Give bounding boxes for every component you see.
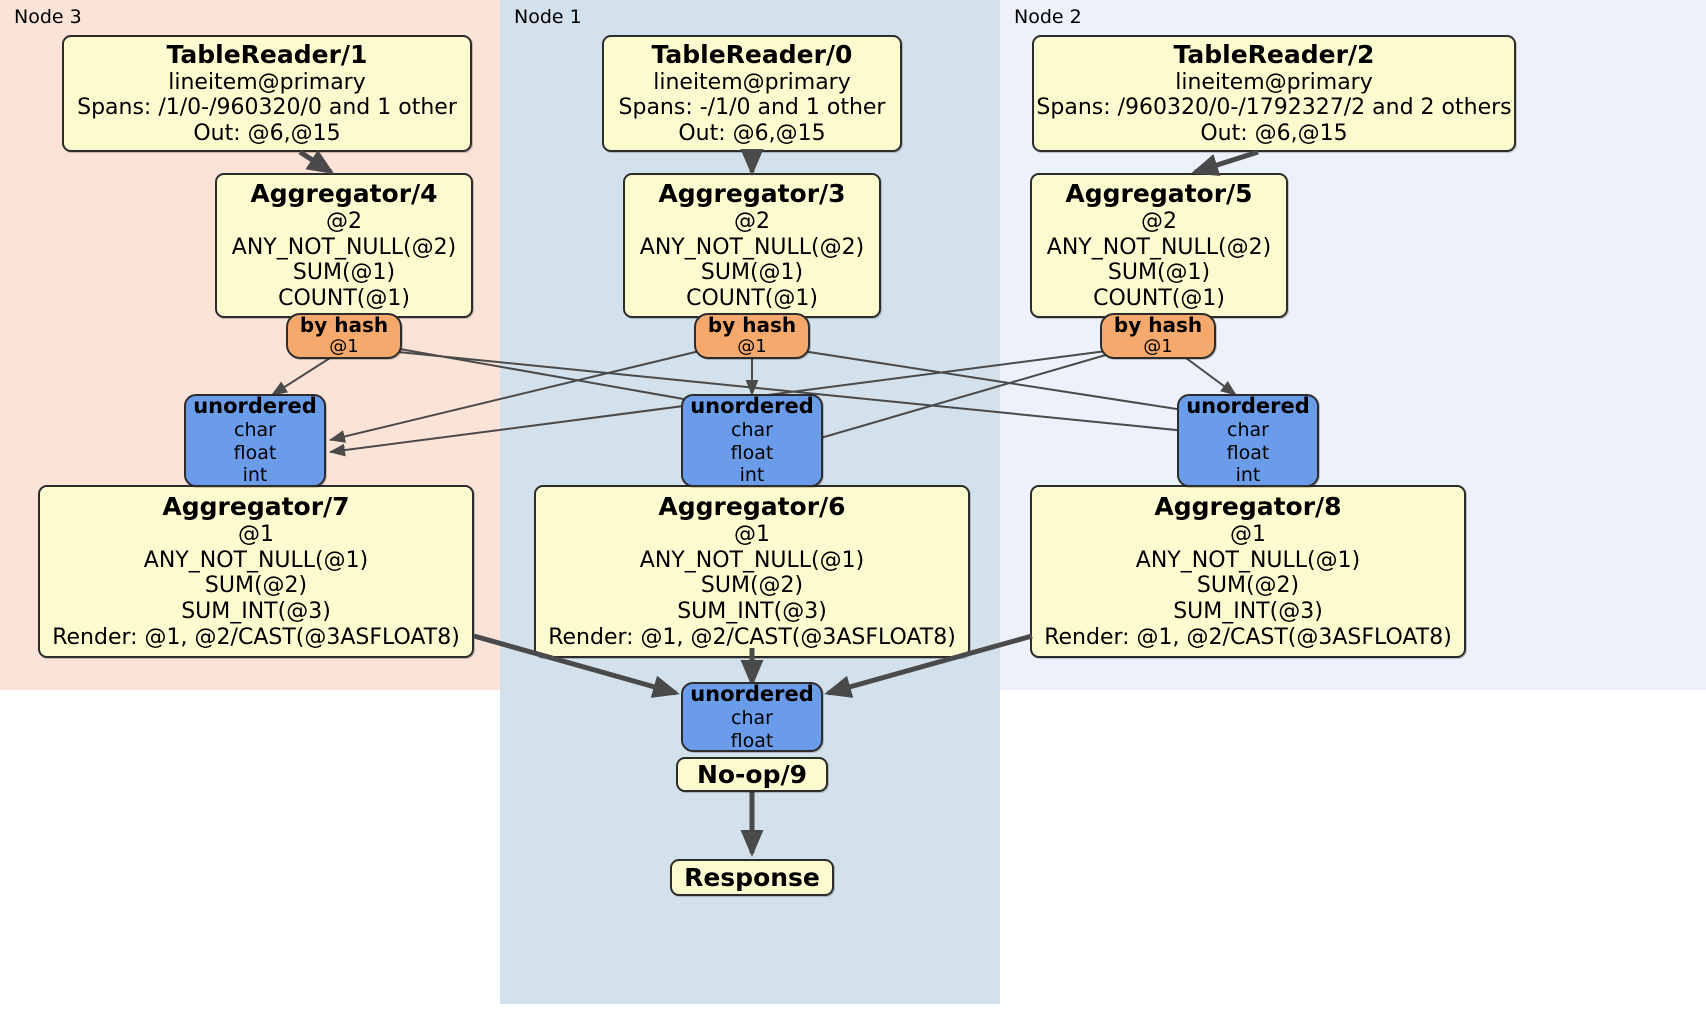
processor-tablereader-0[interactable]: TableReader/0 lineitem@primary Spans: -/… [602,35,902,152]
processor-line: ANY_NOT_NULL(@1) [143,547,369,573]
node-panel-label-node2: Node 2 [1014,6,1082,28]
processor-line: SUM_INT(@3) [677,599,827,625]
processor-line: Out: @6,@15 [193,121,341,147]
router-line: @1 [737,336,767,358]
processor-line: @2 [734,208,770,234]
processor-line: Render: @1, @2/CAST(@3ASFLOAT8) [52,624,460,650]
synchronizer-line: char [234,419,276,442]
processor-aggregator-6[interactable]: Aggregator/6 @1 ANY_NOT_NULL(@1) SUM(@2)… [534,485,970,658]
processor-tablereader-2[interactable]: TableReader/2 lineitem@primary Spans: /9… [1032,35,1516,152]
processor-line: SUM(@1) [292,260,396,286]
processor-line: Spans: /960320/0-/1792327/2 and 2 others [1036,95,1512,121]
router-by-hash-left[interactable]: by hash @1 [286,313,402,359]
processor-line: ANY_NOT_NULL(@2) [1046,234,1272,260]
processor-line: SUM_INT(@3) [181,599,331,625]
synchronizer-unordered-right[interactable]: unordered char float int [1177,394,1319,487]
processor-line: SUM(@2) [1196,573,1300,599]
processor-title: TableReader/1 [166,40,368,70]
synchronizer-title: unordered [1186,394,1310,419]
synchronizer-unordered-final[interactable]: unordered char float [681,682,823,752]
router-line: @1 [1143,336,1173,358]
processor-line: Out: @6,@15 [678,121,826,147]
processor-tablereader-1[interactable]: TableReader/1 lineitem@primary Spans: /1… [62,35,472,152]
processor-title: Aggregator/5 [1065,179,1253,209]
processor-line: ANY_NOT_NULL(@2) [639,234,865,260]
synchronizer-line: float [730,729,774,752]
processor-line: @1 [238,521,274,547]
processor-title: Aggregator/3 [658,179,846,209]
processor-line: lineitem@primary [653,69,851,95]
router-title: by hash [1113,313,1203,338]
processor-line: ANY_NOT_NULL(@1) [1135,547,1361,573]
processor-line: Spans: /1/0-/960320/0 and 1 other [77,95,457,121]
processor-line: lineitem@primary [168,69,366,95]
synchronizer-line: char [731,707,773,730]
processor-title: No-op/9 [696,759,808,789]
processor-line: SUM(@2) [204,573,308,599]
router-by-hash-right[interactable]: by hash @1 [1100,313,1216,359]
router-title: by hash [299,313,389,338]
processor-title: Aggregator/7 [162,492,350,522]
router-by-hash-middle[interactable]: by hash @1 [694,313,810,359]
processor-line: SUM_INT(@3) [1173,599,1323,625]
processor-title: TableReader/2 [1173,40,1375,70]
processor-title: Aggregator/4 [250,179,438,209]
processor-noop-9[interactable]: No-op/9 [676,757,828,792]
processor-line: Spans: -/1/0 and 1 other [618,95,886,121]
synchronizer-line: int [1235,464,1261,487]
processor-line: Out: @6,@15 [1200,121,1348,147]
synchronizer-line: float [730,441,774,464]
processor-line: COUNT(@1) [278,285,410,311]
processor-line: @2 [326,208,362,234]
synchronizer-title: unordered [690,682,814,706]
processor-title: Aggregator/8 [1154,492,1342,522]
processor-line: Render: @1, @2/CAST(@3ASFLOAT8) [548,624,956,650]
synchronizer-title: unordered [690,394,814,419]
processor-response[interactable]: Response [670,859,834,896]
node-panel-label-node3: Node 3 [14,6,82,28]
processor-line: ANY_NOT_NULL(@2) [231,234,457,260]
synchronizer-line: char [1227,419,1269,442]
processor-line: SUM(@1) [700,260,804,286]
synchronizer-title: unordered [193,394,317,419]
processor-aggregator-3[interactable]: Aggregator/3 @2 ANY_NOT_NULL(@2) SUM(@1)… [623,173,881,318]
processor-line: COUNT(@1) [686,285,818,311]
router-title: by hash [707,313,797,338]
processor-line: COUNT(@1) [1093,285,1225,311]
processor-aggregator-8[interactable]: Aggregator/8 @1 ANY_NOT_NULL(@1) SUM(@2)… [1030,485,1466,658]
processor-aggregator-4[interactable]: Aggregator/4 @2 ANY_NOT_NULL(@2) SUM(@1)… [215,173,473,318]
router-line: @1 [329,336,359,358]
processor-line: SUM(@1) [1107,260,1211,286]
synchronizer-line: int [739,464,765,487]
processor-title: Response [684,862,820,892]
processor-line: Render: @1, @2/CAST(@3ASFLOAT8) [1044,624,1452,650]
synchronizer-line: char [731,419,773,442]
processor-line: @1 [1230,521,1266,547]
synchronizer-unordered-left[interactable]: unordered char float int [184,394,326,487]
processor-line: ANY_NOT_NULL(@1) [639,547,865,573]
synchronizer-unordered-middle[interactable]: unordered char float int [681,394,823,487]
node-panel-label-node1: Node 1 [514,6,582,28]
processor-aggregator-7[interactable]: Aggregator/7 @1 ANY_NOT_NULL(@1) SUM(@2)… [38,485,474,658]
processor-line: @2 [1141,208,1177,234]
synchronizer-line: float [1226,441,1270,464]
processor-aggregator-5[interactable]: Aggregator/5 @2 ANY_NOT_NULL(@2) SUM(@1)… [1030,173,1288,318]
processor-title: Aggregator/6 [658,492,846,522]
processor-title: TableReader/0 [651,40,853,70]
synchronizer-line: int [242,464,268,487]
processor-line: SUM(@2) [700,573,804,599]
synchronizer-line: float [233,441,277,464]
processor-line: lineitem@primary [1175,69,1373,95]
processor-line: @1 [734,521,770,547]
